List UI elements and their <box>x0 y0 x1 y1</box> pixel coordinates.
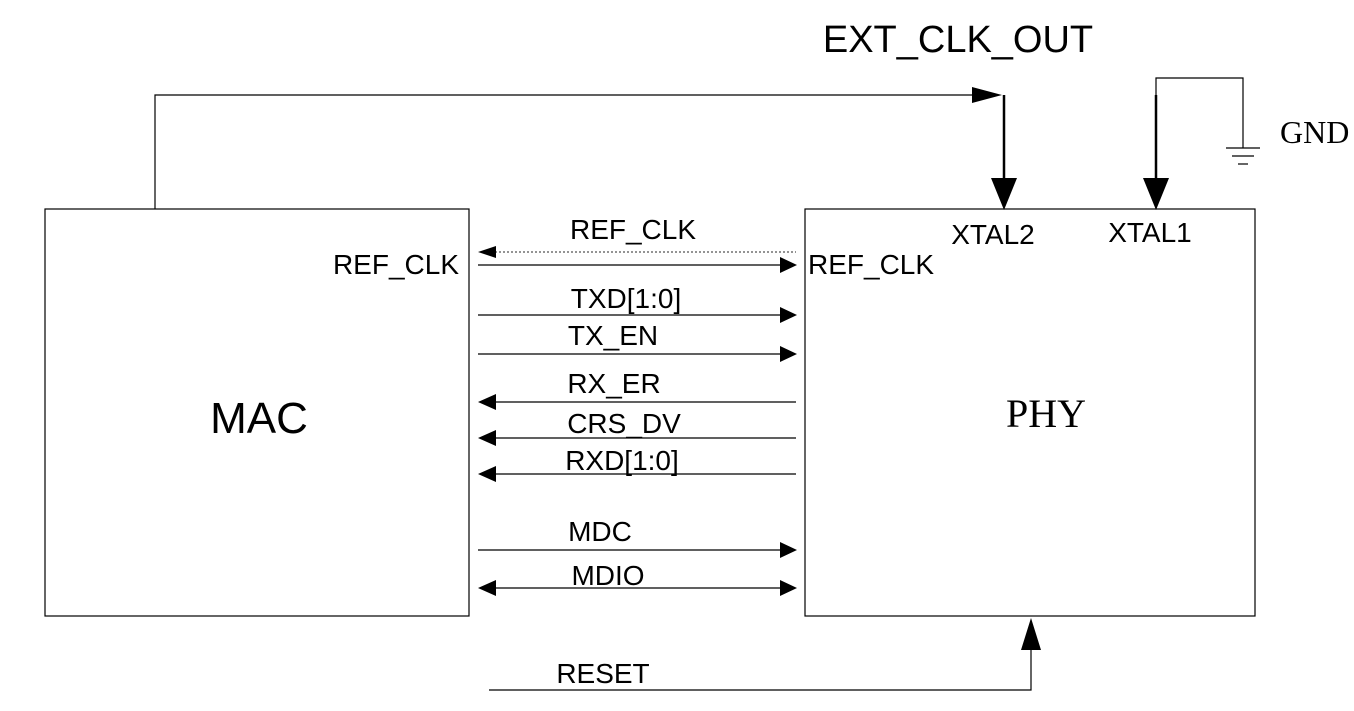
reset-arrowhead <box>1021 618 1041 650</box>
ref-clk-dotted-arrowhead <box>478 246 496 258</box>
tx-en-label: TX_EN <box>568 320 658 351</box>
mac-box <box>44 208 470 617</box>
phy-block: PHY <box>804 208 1256 617</box>
ref-clk-mac-pin-label: REF_CLK <box>333 249 459 280</box>
reset-label: RESET <box>556 658 649 689</box>
xtal1-gnd-wire: GND <box>1143 77 1349 210</box>
rx-er-signal: RX_ER <box>478 368 796 410</box>
mac-label: MAC <box>210 394 308 443</box>
ext-clk-out-label: EXT_CLK_OUT <box>823 19 1093 61</box>
crs-dv-signal: CRS_DV <box>478 408 796 446</box>
xtal1-arrowhead <box>1143 178 1169 210</box>
ref-clk-signal: REF_CLK REF_CLK <box>333 249 934 280</box>
phy-box <box>804 208 1256 617</box>
xtal2-arrowhead <box>991 178 1017 210</box>
ref-clk-phy-pin-label: REF_CLK <box>808 249 934 280</box>
ext-clk-out-arrowhead <box>972 87 1002 103</box>
crs-dv-label: CRS_DV <box>567 408 681 439</box>
ref-clk-top-label: REF_CLK <box>570 214 696 245</box>
ext-clk-out-line <box>154 94 972 209</box>
mdc-signal: MDC <box>478 516 797 558</box>
xtal2-pin-label: XTAL2 <box>951 219 1035 250</box>
phy-label: PHY <box>1006 391 1086 436</box>
rx-er-label: RX_ER <box>567 368 660 399</box>
mac-block: MAC <box>44 208 470 617</box>
gnd-label: GND <box>1280 114 1349 150</box>
reset-signal: RESET <box>489 618 1041 691</box>
ref-clk-dotted-signal: REF_CLK <box>478 214 796 258</box>
txd-signal: TXD[1:0] <box>478 283 797 323</box>
xtal1-pin-label: XTAL1 <box>1108 217 1192 248</box>
mdio-signal: MDIO <box>478 560 797 596</box>
rxd-signal: RXD[1:0] <box>478 445 796 482</box>
tx-en-signal: TX_EN <box>478 320 797 362</box>
txd-label: TXD[1:0] <box>571 283 681 314</box>
ground-icon <box>1226 147 1260 165</box>
reset-line <box>489 650 1032 691</box>
gnd-loop-line <box>1155 77 1244 148</box>
mdc-label: MDC <box>568 516 632 547</box>
rxd-label: RXD[1:0] <box>565 445 679 476</box>
ref-clk-arrowhead <box>780 257 797 273</box>
mdio-label: MDIO <box>571 560 644 591</box>
ext-clk-out-wire: EXT_CLK_OUT <box>154 19 1093 210</box>
